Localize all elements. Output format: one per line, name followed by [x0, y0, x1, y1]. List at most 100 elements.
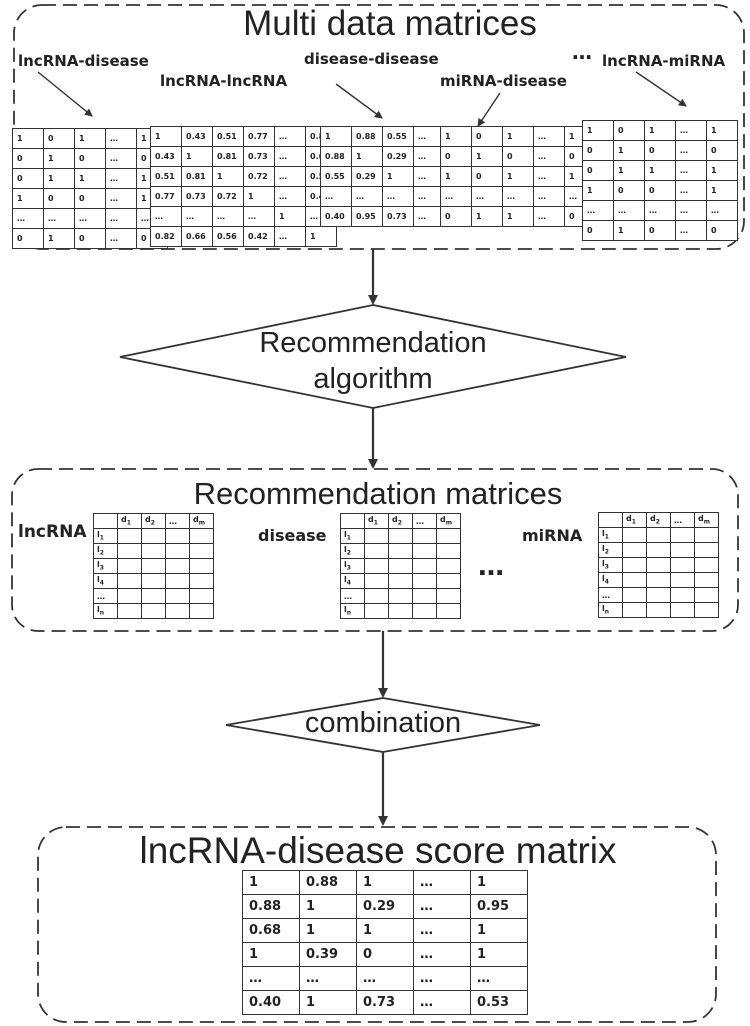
matrix-cell: …: [105, 228, 137, 249]
rec-row: l4: [340, 573, 461, 589]
label-mirna-disease: miRNA-disease: [440, 72, 567, 90]
matrix-cell: 0: [43, 188, 75, 209]
rec-cell: [622, 602, 647, 618]
rec-matrices-title: Recommendation matrices: [193, 476, 563, 511]
rec-cell: [694, 587, 719, 603]
matrix-cell: 0: [43, 128, 75, 149]
rec-cell: [117, 588, 142, 604]
matrix-cell: 1: [471, 206, 503, 227]
matrix-cell: 1: [502, 166, 534, 187]
matrix-cell: 1: [471, 146, 503, 167]
rec-cell: [646, 542, 671, 558]
rec-cell: [412, 603, 437, 619]
matrix-row: ……………: [12, 208, 168, 229]
rec-cell: [388, 558, 413, 574]
rec-cell: [165, 588, 190, 604]
matrix-cell: …: [533, 206, 565, 227]
matrix-cell: 0: [613, 120, 645, 141]
rec-row-label: …: [93, 588, 118, 604]
pointer-lnc-dis: [37, 71, 93, 117]
rec-cell: [189, 543, 214, 559]
matrix-cell: …: [274, 146, 306, 167]
matrix-cell: 0: [356, 942, 414, 967]
matrix-cell: 0: [12, 228, 44, 249]
matrix-cell: 0.66: [181, 226, 213, 247]
matrix-cell: 1: [502, 206, 534, 227]
rec-cell: [436, 528, 461, 544]
matrix-cell: 1: [242, 870, 300, 895]
rec-row: …: [93, 588, 214, 604]
rec-cell: [165, 573, 190, 589]
matrix-cell: 0.81: [212, 146, 244, 167]
rec-row: l3: [93, 558, 214, 574]
matrix-cell: 0.53: [470, 990, 528, 1015]
rec-cell: [189, 588, 214, 604]
rec-cell: [646, 557, 671, 573]
matrix-cell: 1: [43, 168, 75, 189]
matrix-cell: 0.29: [356, 894, 414, 919]
multi-matrices-title: Multi data matrices: [243, 4, 537, 43]
rec-cell: [388, 588, 413, 604]
matrix-cell: …: [382, 186, 414, 207]
rec-header-cell: d1: [117, 513, 142, 529]
matrix-cell: 1: [320, 126, 352, 147]
rec-row: ln: [598, 602, 719, 618]
rec-label-disease: disease: [258, 526, 327, 545]
matrix-cell: 1: [613, 160, 645, 181]
rec-cell: [412, 588, 437, 604]
score-matrix-title: lncRNA-disease score matrix: [139, 830, 617, 871]
rec-cell: [141, 543, 166, 559]
rec-label-mirna: miRNA: [522, 526, 583, 545]
rec-row: l4: [598, 572, 719, 588]
rec-row-label: l3: [598, 557, 623, 573]
matrix-cell: …: [675, 200, 707, 221]
rec-header-cell: [93, 513, 118, 529]
rec-cell: [141, 528, 166, 544]
rec-cell: [412, 528, 437, 544]
rec-cell: [141, 558, 166, 574]
rec-cell: [165, 528, 190, 544]
rec-row: l1: [93, 528, 214, 544]
matrix-cell: …: [675, 180, 707, 201]
matrix-cell: 0.88: [320, 146, 352, 167]
matrix-cell: 1: [582, 180, 614, 201]
rec-cell: [412, 558, 437, 574]
matrix-cell: 1: [299, 990, 357, 1015]
rec-row-label: l4: [93, 573, 118, 589]
matrix-cell: …: [675, 160, 707, 181]
rec-row: l4: [93, 573, 214, 589]
rec-header-cell: dm: [694, 512, 719, 528]
matrix-cell: 0: [12, 148, 44, 169]
matrix-cell: …: [675, 140, 707, 161]
pointer-dis-dis: [335, 83, 383, 119]
rec-cell: [364, 543, 389, 559]
matrix-cell: …: [413, 966, 471, 991]
matrix-cell: 0: [471, 166, 503, 187]
matrix-row: …………1…: [150, 206, 337, 227]
rec-row-label: l2: [598, 542, 623, 558]
matrix-cell: 1: [212, 166, 244, 187]
rec-row-label: l1: [93, 528, 118, 544]
matrix-cell: 0: [440, 206, 472, 227]
rec-row-label: ln: [93, 603, 118, 619]
matrix-cell: 1: [644, 160, 676, 181]
rec-header-cell: …: [412, 513, 437, 529]
rec-cell: [436, 558, 461, 574]
matrix-cell: 0.40: [242, 990, 300, 1015]
matrix-cell: 1: [274, 206, 306, 227]
rec-cell: [364, 603, 389, 619]
rec-header-cell: …: [165, 513, 190, 529]
